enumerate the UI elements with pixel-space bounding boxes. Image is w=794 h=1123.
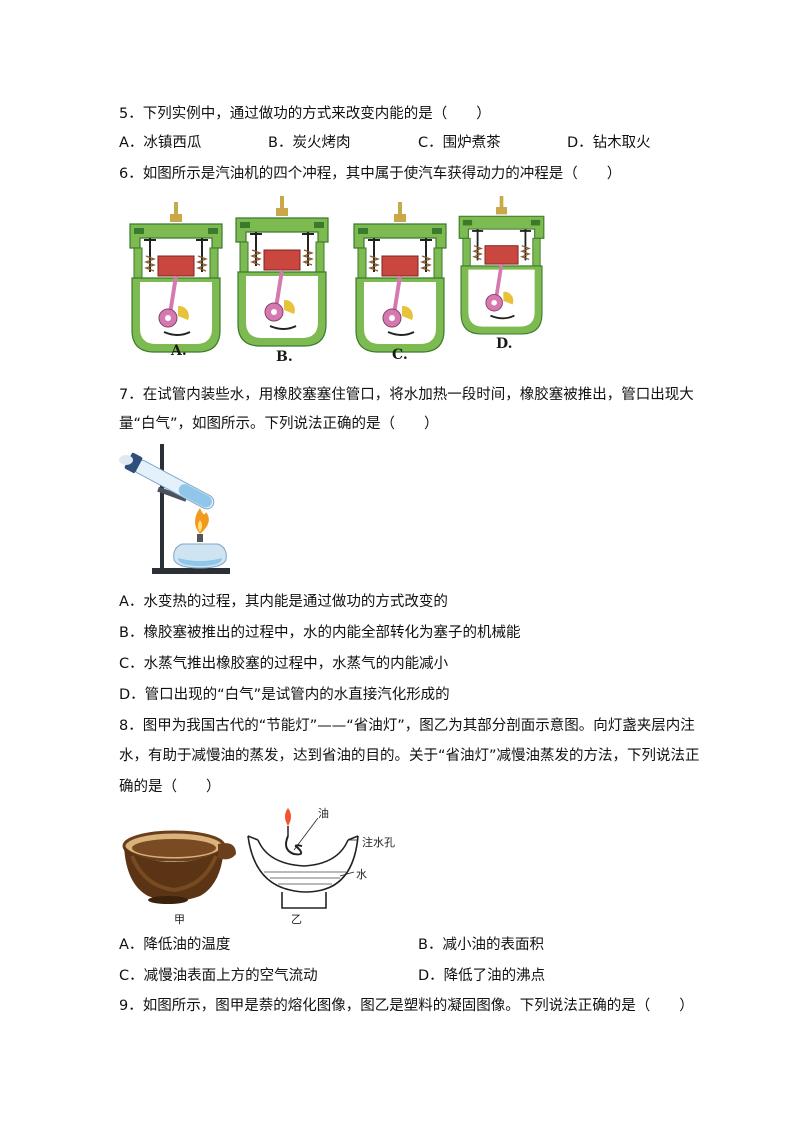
q7-option-d: D．管口出现的“白气”是试管内的水直接汽化形成的 (119, 687, 450, 703)
fig-label-oil: 油 (318, 807, 329, 820)
engine-strokes-figure (128, 196, 546, 354)
q7-option-b: B．橡胶塞被推出的过程中，水的内能全部转化为塞子的机械能 (119, 625, 521, 641)
q8-stem-line-1: 8．图甲为我国古代的“节能灯”——“省油灯”，图乙为其部分剖面示意图。向灯盏夹层… (119, 718, 695, 734)
q7-option-c: C．水蒸气推出橡胶塞的过程中，水蒸气的内能减小 (119, 656, 449, 672)
q6-caption-a: A. (171, 343, 187, 359)
fig-label-water: 水 (356, 868, 367, 881)
fig-label-water-hole: 注水孔 (362, 836, 395, 849)
white-vapor (119, 455, 133, 465)
engine-a (128, 200, 224, 354)
test-tube-heating-figure (119, 444, 230, 574)
q5-option-c: C．围炉煮茶 (418, 135, 501, 151)
wick-flame-icon (285, 808, 291, 826)
q9-stem: 9．如图所示，图甲是萘的熔化图像，图乙是塑料的凝固图像。下列说法正确的是（ ） (119, 998, 694, 1014)
q7-option-a: A．水变热的过程，其内能是通过做功的方式改变的 (119, 594, 448, 610)
q7-stem-line-2: 量“白气”，如图所示。下列说法正确的是（ ） (119, 416, 439, 432)
stand-base (152, 568, 230, 574)
fig-label-jia: 甲 (174, 913, 185, 926)
q8-option-d: D．降低了油的沸点 (418, 968, 546, 984)
test-tube (124, 452, 215, 510)
oil-lamp-cross-section (247, 808, 359, 909)
stand-rod (160, 444, 164, 572)
rubber-stopper (124, 452, 143, 473)
engine-c (352, 200, 448, 354)
q8-option-c: C．减慢油表面上方的空气流动 (119, 968, 318, 984)
engine-d (457, 196, 546, 336)
q6-caption-c: C. (392, 347, 408, 363)
lamp-wick (197, 534, 203, 542)
q7-stem-line-1: 7．在试管内装些水，用橡胶塞塞住管口，将水加热一段时间，橡胶塞被推出，管口出现大 (119, 387, 694, 403)
q8-option-b: B．减小油的表面积 (418, 937, 544, 953)
q6-caption-d: D. (496, 336, 513, 352)
q6-caption-b: B. (276, 349, 293, 365)
q5-option-d: D．钻木取火 (567, 135, 651, 151)
q8-stem-line-2: 水，有助于减慢油的蒸发，达到省油的目的。关于“省油灯”减慢油蒸发的方法，下列说法… (119, 748, 700, 764)
oil-lamp-photo (122, 830, 236, 904)
engine-b (234, 196, 330, 348)
lamp-spout (218, 843, 236, 860)
fig-label-yi: 乙 (291, 913, 302, 926)
q5-option-a: A．冰镇西瓜 (119, 135, 202, 151)
q8-option-a: A．降低油的温度 (119, 937, 231, 953)
flame-icon (195, 508, 209, 534)
q6-stem: 6．如图所示是汽油机的四个冲程，其中属于使汽车获得动力的冲程是（ ） (119, 166, 622, 182)
q5-stem: 5．下列实例中，通过做功的方式来改变内能的是（ ） (119, 106, 491, 122)
q5-option-b: B．炭火烤肉 (268, 135, 351, 151)
q8-stem-line-3: 确的是（ ） (119, 779, 221, 795)
